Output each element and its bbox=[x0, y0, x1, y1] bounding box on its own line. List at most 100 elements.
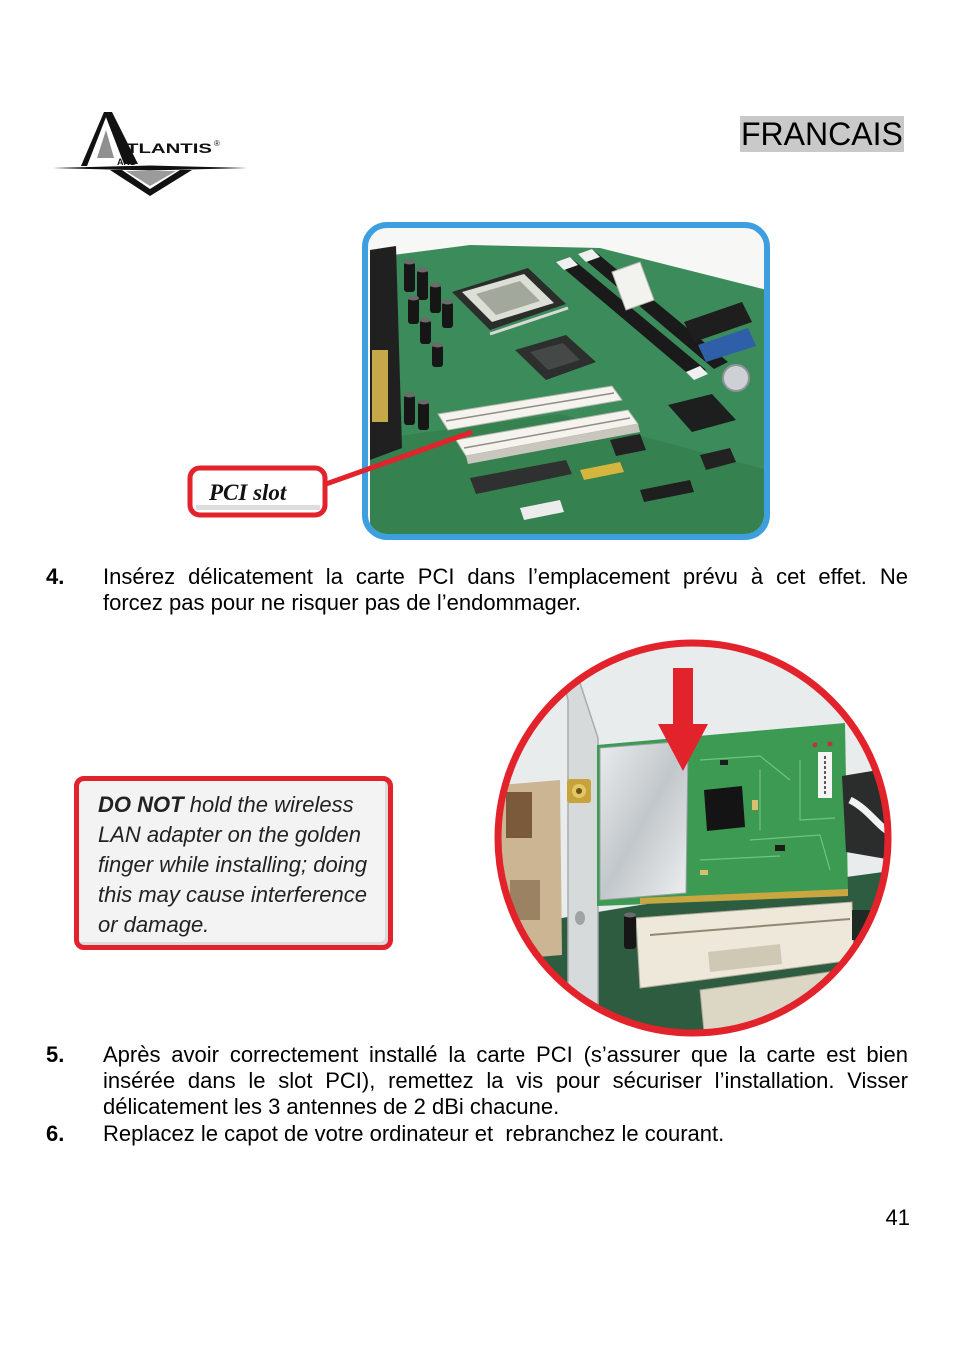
label-sticker bbox=[818, 752, 832, 798]
capacitor-body bbox=[404, 395, 415, 425]
capacitor-top bbox=[432, 342, 443, 348]
status-led bbox=[827, 741, 833, 747]
logo-registered-mark: ® bbox=[214, 139, 220, 148]
atx-power-connector bbox=[611, 261, 655, 311]
photo-frame-circle bbox=[494, 639, 892, 1037]
gold-fingers bbox=[640, 889, 848, 904]
front-panel-header bbox=[580, 462, 624, 480]
pin-header bbox=[520, 500, 564, 520]
port-housing bbox=[506, 792, 532, 838]
capacitor-top bbox=[520, 962, 532, 968]
pcb-trace bbox=[799, 760, 836, 821]
pci-slot-groove bbox=[445, 392, 615, 422]
smd-component bbox=[752, 800, 758, 810]
warning-emphasis: DO NOT bbox=[98, 792, 184, 817]
step-number: 4. bbox=[46, 564, 65, 589]
ide-connector bbox=[684, 302, 752, 342]
capacitor-top bbox=[408, 295, 419, 301]
logo-a-left-stroke bbox=[81, 112, 108, 166]
capacitor bbox=[420, 317, 431, 344]
motherboard-photo bbox=[368, 228, 764, 534]
dimm-latch bbox=[686, 366, 708, 380]
capacitor-top bbox=[624, 912, 636, 918]
warning-line: or damage. bbox=[98, 912, 210, 937]
capacitor-top bbox=[420, 317, 431, 323]
step-text-line: Insérez délicatement la carte PCI dans l… bbox=[103, 564, 908, 589]
logo-subword: AND bbox=[117, 157, 137, 167]
warning-line: finger while installing; doing bbox=[98, 852, 368, 877]
step-number: 6. bbox=[46, 1121, 65, 1146]
pci-slot bbox=[437, 385, 623, 431]
wireless-chip bbox=[704, 786, 745, 831]
motherboard-figure: PCI slot bbox=[187, 222, 770, 540]
capacitor-top bbox=[418, 399, 429, 405]
step-number: 5. bbox=[46, 1042, 65, 1067]
dimm-latch bbox=[556, 257, 578, 270]
logo-chevron-inner bbox=[126, 171, 176, 186]
northbridge-chip bbox=[530, 343, 580, 370]
chip bbox=[640, 480, 694, 502]
status-led bbox=[812, 742, 818, 748]
capacitor-top bbox=[404, 259, 415, 265]
page-number: 41 bbox=[885, 1205, 910, 1230]
capacitor bbox=[417, 267, 428, 300]
capacitor-body bbox=[418, 402, 429, 430]
warning-line: this may cause interference bbox=[98, 882, 368, 907]
capacitor-top bbox=[430, 282, 441, 288]
callout-label: PCI slot bbox=[208, 480, 287, 505]
capacitor bbox=[442, 299, 453, 328]
bracket-screw-hole bbox=[575, 911, 585, 925]
cpu-socket-pins bbox=[476, 281, 540, 315]
smd-component bbox=[775, 845, 785, 851]
pci-slot-groove bbox=[649, 918, 851, 936]
capacitor bbox=[520, 962, 532, 993]
metal-bracket bbox=[563, 682, 599, 1013]
warning-line-text: hold the wireless bbox=[189, 792, 354, 817]
capacitor-body bbox=[404, 262, 415, 292]
card-insertion-figure bbox=[494, 639, 892, 1037]
warning-line: LAN adapter on the golden bbox=[98, 822, 361, 847]
step-text-line: Après avoir correctement installé la car… bbox=[103, 1042, 908, 1067]
step-text-line: Replacez le capot de votre ordinateur et… bbox=[103, 1121, 725, 1146]
logo-underline bbox=[52, 165, 248, 171]
capacitor bbox=[432, 342, 443, 367]
capacitor-body bbox=[430, 285, 441, 313]
capacitor bbox=[430, 282, 441, 313]
antenna-connector bbox=[567, 779, 591, 803]
step-text: Insérez délicatement la carte PCI dans l… bbox=[103, 564, 908, 616]
smd-component bbox=[700, 870, 708, 875]
step-text-line: insérée dans le slot PCI), remettez la v… bbox=[103, 1068, 908, 1093]
audio-jack-block bbox=[372, 350, 388, 422]
dimm-slot bbox=[556, 257, 706, 377]
southbridge-chip bbox=[668, 394, 736, 432]
step-text: Replacez le capot de votre ordinateur et… bbox=[103, 1121, 908, 1147]
capacitor-top bbox=[404, 392, 415, 398]
language-section-label: FRANCAIS bbox=[740, 116, 904, 152]
ide-connector-secondary bbox=[698, 328, 756, 362]
pcb-trace bbox=[699, 755, 791, 781]
antenna-connector-pin bbox=[576, 788, 582, 794]
capacitor bbox=[404, 392, 415, 425]
pci-slot-base bbox=[466, 424, 640, 464]
io-chip bbox=[610, 434, 646, 456]
chip bbox=[700, 448, 736, 470]
card-photo bbox=[501, 646, 885, 1030]
capacitor-body bbox=[420, 320, 431, 344]
cpu-socket-lever bbox=[489, 306, 569, 336]
pci-slot-groove bbox=[463, 417, 631, 449]
smd-component bbox=[720, 760, 728, 765]
step-text-line: délicatement les 3 antennes de 2 dBi cha… bbox=[103, 1094, 560, 1119]
pcb-trace bbox=[699, 855, 781, 861]
dimm-latch bbox=[578, 249, 600, 262]
capacitor bbox=[418, 399, 429, 430]
callout-pointer-line bbox=[325, 429, 473, 487]
callout-shadow bbox=[196, 505, 320, 510]
capacitor bbox=[624, 912, 636, 949]
step-text: Après avoir correctement installé la car… bbox=[103, 1042, 908, 1120]
photo-frame bbox=[362, 222, 770, 540]
capacitor-body bbox=[417, 270, 428, 300]
capacitor-top bbox=[417, 267, 428, 273]
capacitor-body bbox=[442, 302, 453, 328]
